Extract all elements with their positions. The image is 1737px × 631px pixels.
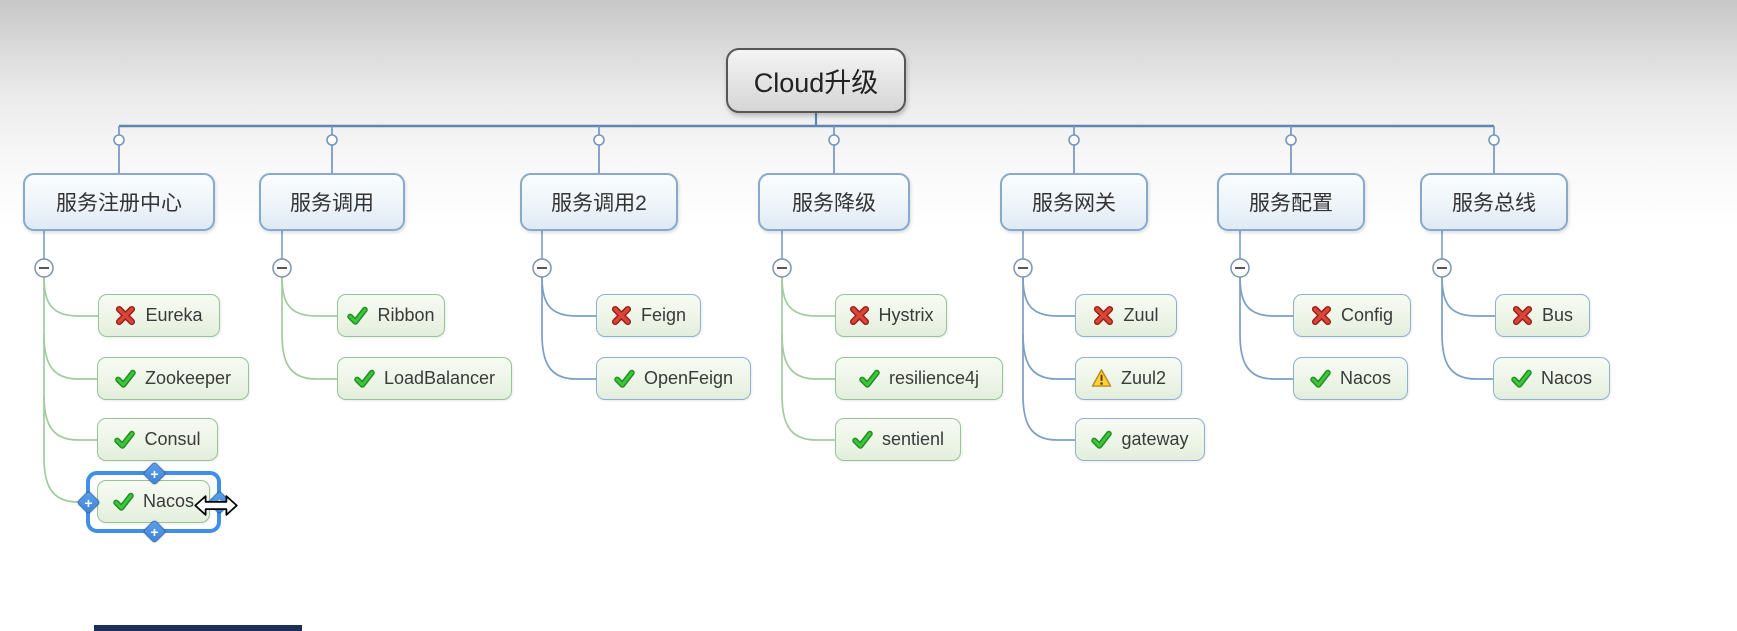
bus-junction-dots [113,134,1500,146]
branch-node-service-gateway[interactable]: 服务网关 [1000,173,1148,231]
topic-label: Eureka [145,305,203,325]
topic-node-zookeeper[interactable]: Zookeeper [97,357,249,400]
collapse-button[interactable] [772,258,792,278]
branch-6-connectors [1239,276,1293,380]
branch-node-service-bus[interactable]: 服务总线 [1420,173,1568,231]
plus-icon: + [150,465,159,482]
branch-label: 服务调用2 [551,192,647,215]
branch-label: 服务降级 [792,192,876,215]
topic-label: resilience4j [888,368,980,388]
topic-node-openfeign[interactable]: OpenFeign [596,357,751,400]
cross-icon [116,305,136,326]
topic-node-ribbon[interactable]: Ribbon [337,294,445,337]
mouse-cursor-horizontal-resize-icon [194,495,238,516]
root-label: Cloud升级 [753,68,879,98]
cross-icon [611,305,632,326]
branch-node-service-registry[interactable]: 服务注册中心 [23,173,215,231]
topic-node-nacos-config[interactable]: Nacos [1293,357,1408,400]
branch-node-service-config[interactable]: 服务配置 [1217,173,1365,231]
check-icon [852,430,873,449]
branch-label: 服务网关 [1032,192,1116,215]
collapse-button[interactable] [34,258,54,278]
topic-label: Zookeeper [144,368,232,388]
check-icon [354,369,375,388]
topic-node-zuul2[interactable]: Zuul2 [1075,357,1182,400]
topic-node-hystrix[interactable]: Hystrix [835,294,947,337]
collapse-stems [43,231,1443,259]
branch-4-connectors [781,276,835,441]
branch-node-service-degrade[interactable]: 服务降级 [758,173,910,231]
topic-label: OpenFeign [643,368,734,388]
topic-label: Ribbon [377,305,435,325]
branch-label: 服务配置 [1249,192,1333,215]
topic-node-loadbalancer[interactable]: LoadBalancer [337,357,512,400]
check-icon [114,430,136,449]
cross-icon [1094,305,1114,326]
topic-label: gateway [1121,429,1189,449]
warning-icon [1091,369,1112,387]
topic-node-zuul[interactable]: Zuul [1075,294,1177,337]
topic-label: Zuul2 [1120,368,1167,388]
collapse-button[interactable] [1013,258,1033,278]
cross-icon [849,305,869,326]
collapse-button[interactable] [272,258,292,278]
topic-label: Hystrix [878,305,934,325]
topic-label: Nacos [1339,368,1392,388]
topic-node-nacos-bus[interactable]: Nacos [1493,357,1610,400]
branch-3-connectors [541,276,596,380]
check-icon [347,306,369,325]
check-icon [1310,369,1331,388]
check-icon [1511,369,1532,388]
topic-node-config[interactable]: Config [1293,294,1411,337]
topic-label: Zuul [1123,305,1159,325]
plus-icon: + [150,523,159,540]
cross-icon [1311,305,1332,326]
topic-label: Config [1340,305,1394,325]
topic-node-eureka[interactable]: Eureka [98,294,220,337]
cross-icon [1512,305,1533,326]
branch-node-service-call2[interactable]: 服务调用2 [520,173,678,231]
check-icon [859,369,880,388]
check-icon [614,369,635,388]
collapse-button[interactable] [1230,258,1250,278]
branch-1-connectors [43,276,98,503]
check-icon [113,492,134,511]
topic-node-resilience4j[interactable]: resilience4j [835,357,1003,400]
collapse-button[interactable] [1432,258,1452,278]
topic-node-consul[interactable]: Consul [97,418,218,461]
collapse-buttons [34,258,1452,278]
topic-label: Bus [1541,305,1574,325]
topic-label: LoadBalancer [383,368,496,388]
topic-label: Feign [640,305,687,325]
topic-label: Nacos [142,491,195,511]
check-icon [1091,430,1113,449]
branch-2-connectors [281,276,337,380]
branch-label: 服务注册中心 [56,192,182,215]
branch-label: 服务总线 [1452,192,1536,215]
topic-label: sentienl [881,429,945,449]
topic-label: Nacos [1540,368,1593,388]
check-icon [115,369,136,388]
topic-node-bus[interactable]: Bus [1495,294,1590,337]
plus-icon: + [84,494,93,511]
branch-node-service-call[interactable]: 服务调用 [259,173,405,231]
root-node[interactable]: Cloud升级 [726,48,906,113]
bottom-progress-strip [94,625,302,631]
topic-node-gateway[interactable]: gateway [1075,418,1205,461]
collapse-button[interactable] [532,258,552,278]
topic-node-feign[interactable]: Feign [596,294,701,337]
branch-drop-lines [118,126,1495,173]
topic-node-sentienl[interactable]: sentienl [835,418,961,461]
topic-label: Consul [144,429,201,449]
branch-7-connectors [1441,276,1495,380]
branch-label: 服务调用 [290,192,374,215]
branch-5-connectors [1022,276,1075,441]
